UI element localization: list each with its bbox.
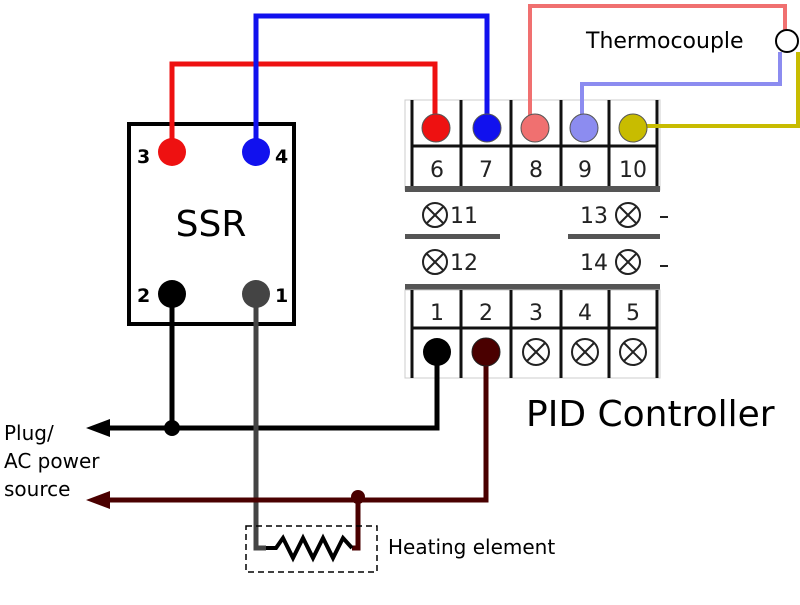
- ssr-pin-3-label: 3: [137, 146, 150, 168]
- pid-terminal-7-dot: [472, 113, 502, 143]
- pid-middle-rail-right: [568, 234, 660, 239]
- pid-terminal-7-label: 7: [479, 158, 493, 183]
- ssr-pin-2-label: 2: [137, 285, 150, 307]
- wire-blue: [253, 13, 490, 152]
- power-label-line3: source: [4, 477, 70, 501]
- arrow-left-black-icon: [86, 419, 110, 437]
- screw-icon-11: [422, 202, 448, 228]
- ssr-pin-4-label: 4: [275, 146, 288, 168]
- pid-terminal-13-label: 13: [580, 204, 608, 229]
- junction-black: [164, 420, 180, 436]
- pid-middle-rail-left: [405, 234, 500, 239]
- pid-controller-title: PID Controller: [526, 394, 775, 435]
- wire-salmon: [528, 4, 787, 128]
- screw-icon-12: [422, 249, 448, 275]
- junction-maroon: [351, 490, 365, 504]
- ssr-pin-1-label: 1: [275, 285, 288, 307]
- screw-icon-13: [615, 202, 641, 228]
- pid-terminal-9-label: 9: [578, 158, 592, 183]
- power-label-line1: Plug/: [4, 421, 54, 445]
- wire-lavender: [580, 52, 782, 128]
- screw-icon-5: [619, 338, 647, 366]
- pid-bottom-dividers: [410, 290, 659, 378]
- heating-element-label: Heating element: [388, 535, 555, 559]
- screw-icon-3: [522, 338, 550, 366]
- pid-terminal-8-label: 8: [529, 158, 543, 183]
- thermocouple-label: Thermocouple: [585, 29, 744, 54]
- thermocouple-icon: [775, 29, 799, 53]
- power-label-line2: AC power: [4, 449, 100, 473]
- wire-red: [169, 61, 438, 152]
- pid-terminal-11-label: 11: [450, 204, 478, 229]
- pid-controller: 6 7 8 9 10 11 12 13: [404, 99, 775, 435]
- wire-gray: [253, 294, 266, 551]
- resistor-zigzag: [266, 533, 354, 563]
- pid-terminal-9-dot: [569, 113, 599, 143]
- pid-terminal-6-label: 6: [430, 158, 444, 183]
- pid-top-rail: [405, 186, 660, 192]
- pid-terminal-8-dot: [520, 113, 550, 143]
- pid-terminal-1-label: 1: [430, 301, 444, 326]
- pid-terminal-6-dot: [421, 113, 451, 143]
- heating-element-box: [245, 525, 378, 573]
- ssr-terminal-1-dot: [242, 280, 270, 308]
- pid-terminal-1-dot: [423, 338, 451, 366]
- ssr-label: SSR: [176, 204, 247, 245]
- ssr-terminal-4-dot: [242, 138, 270, 166]
- screw-icon-4: [571, 338, 599, 366]
- ssr-terminal-3-dot: [158, 138, 186, 166]
- pid-terminal-10-label: 10: [619, 158, 647, 183]
- ssr-terminal-2-dot: [158, 280, 186, 308]
- pid-terminal-10-dot: [618, 113, 648, 143]
- pid-top-dividers: [410, 100, 659, 186]
- terminal-dots: [158, 113, 648, 367]
- wire-maroon-line: [105, 352, 489, 503]
- wires: [105, 4, 800, 563]
- pid-terminal-5-label: 5: [626, 301, 640, 326]
- wire-olive: [633, 52, 800, 128]
- pid-terminal-4-label: 4: [578, 301, 592, 326]
- wire-black-line: [105, 352, 440, 431]
- pid-terminal-2-dot: [471, 337, 501, 367]
- pid-terminal-14-label: 14: [580, 251, 608, 276]
- pid-bottom-rail: [405, 284, 660, 290]
- pid-terminal-2-label: 2: [479, 301, 493, 326]
- arrow-left-maroon-icon: [86, 491, 110, 509]
- screw-icon-14: [615, 249, 641, 275]
- pid-terminal-12-label: 12: [450, 251, 478, 276]
- wire-maroon-heater: [352, 497, 361, 551]
- pid-terminal-3-label: 3: [529, 301, 543, 326]
